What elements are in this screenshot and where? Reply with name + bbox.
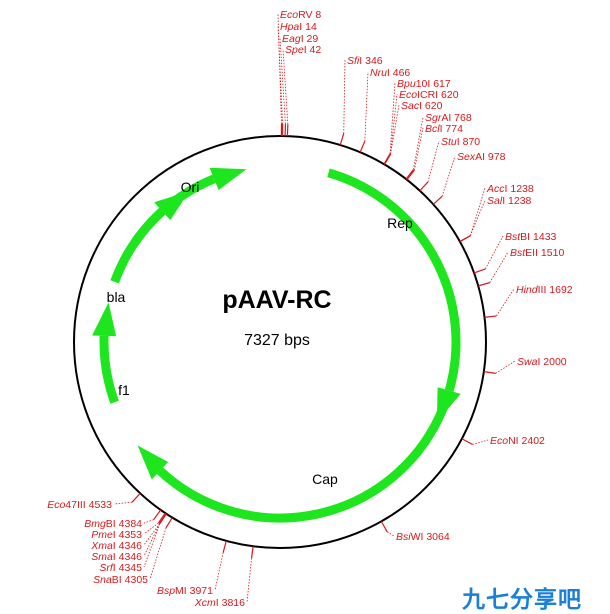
site-leader-pmei — [143, 522, 159, 535]
site-leader-hpai — [277, 25, 284, 125]
site-label-econi: EcoNI 2402 — [490, 435, 545, 447]
site-label-srfi: SrfI 4345 — [99, 562, 142, 574]
site-label-bsteii: BstEII 1510 — [510, 247, 564, 259]
site-leader-bmgbi — [143, 519, 154, 524]
site-leader-bstbi — [485, 235, 504, 270]
site-tick-xmai — [159, 513, 167, 525]
plasmid-name: pAAV-RC — [222, 286, 331, 314]
site-leader-bsteii — [489, 251, 509, 283]
site-tick-stui — [419, 181, 429, 192]
site-leader-xcmi — [246, 558, 252, 603]
site-tick-sgrai — [405, 169, 414, 180]
site-label-ecorv: EcoRV 8 — [280, 9, 321, 21]
site-tick-sexai — [432, 195, 443, 205]
site-tick-swai — [483, 371, 496, 374]
feature-label-cap: Cap — [312, 471, 338, 487]
site-label-eco47iii: Eco47III 4533 — [47, 499, 112, 511]
site-leader-snabi — [149, 527, 167, 580]
site-leader-swai — [495, 360, 516, 374]
site-label-eagi: EagI 29 — [282, 33, 318, 45]
feature-arc-cap — [156, 406, 448, 523]
site-tick-pmei — [157, 512, 166, 524]
site-tick-xcmi — [250, 546, 254, 559]
site-label-bpu10i: Bpu10I 617 — [397, 78, 451, 90]
site-leader-bcli — [413, 127, 424, 171]
site-label-spei: SpeI 42 — [285, 44, 321, 56]
site-tick-eco47iii — [131, 492, 141, 503]
site-label-xcmi: XcmI 3816 — [194, 597, 245, 609]
site-leader-econi — [472, 439, 489, 445]
site-label-snabi: SnaBI 4305 — [93, 574, 148, 586]
site-label-ecoicri: EcoICRI 620 — [399, 89, 459, 101]
site-label-bspmi: BspMI 3971 — [157, 585, 213, 597]
site-tick-nrui — [359, 140, 366, 153]
site-label-xmai: XmaI 4346 — [90, 540, 142, 552]
site-leader-bsiwi — [386, 531, 395, 537]
site-label-nrui: NruI 466 — [370, 67, 410, 79]
site-leader-eagi — [279, 37, 286, 125]
site-tick-bspmi — [222, 540, 227, 553]
site-tick-saci — [383, 153, 392, 165]
site-leader-saci — [390, 104, 400, 155]
site-tick-hindiii — [484, 315, 497, 318]
site-leader-smai — [143, 523, 160, 557]
watermark-logo: 九七分享吧 — [462, 587, 582, 613]
feature-arrowhead-f1 — [92, 302, 117, 337]
site-tick-sfii — [339, 133, 345, 146]
site-leader-sexai — [441, 155, 456, 197]
plasmid-backbone — [73, 135, 487, 549]
site-label-hpai: HpaI 14 — [280, 21, 317, 33]
site-label-sgrai: SgrAI 768 — [425, 112, 472, 124]
site-tick-snabi — [165, 517, 173, 529]
site-tick-bcli — [406, 169, 415, 181]
site-tick-econi — [461, 438, 473, 445]
site-leader-stui — [427, 140, 440, 183]
feature-arrowhead-cap — [137, 445, 169, 480]
plasmid-size: 7327 bps — [244, 332, 310, 349]
site-tick-bmgbi — [153, 509, 162, 521]
site-label-acci: AccI 1238 — [486, 183, 534, 195]
site-leader-eco47iii — [113, 501, 133, 505]
site-leader-spei — [282, 48, 289, 125]
site-leader-bpu10i — [389, 82, 396, 154]
feature-arrowhead-ori — [209, 167, 247, 190]
feature-label-f1: f1 — [118, 382, 130, 398]
feature-label-ori: Ori — [181, 179, 200, 195]
site-label-smai: SmaI 4346 — [91, 551, 142, 563]
site-label-sfii: SfiI 346 — [347, 55, 383, 67]
site-label-bcli: BclI 774 — [425, 123, 463, 135]
site-tick-sali — [459, 235, 471, 243]
site-leader-sgrai — [413, 116, 424, 170]
site-tick-bstbi — [473, 268, 486, 274]
site-leader-acci — [469, 187, 486, 236]
site-label-hindiii: HindIII 1692 — [516, 284, 573, 296]
site-tick-bsteii — [478, 282, 490, 287]
site-leader-sfii — [343, 59, 346, 134]
site-label-sali: SalI 1238 — [487, 195, 532, 207]
site-tick-bsiwi — [380, 521, 388, 533]
site-label-bsiwi: BsiWI 3064 — [396, 531, 450, 543]
site-label-pmei: PmeI 4353 — [91, 529, 142, 541]
site-leader-xmai — [143, 523, 160, 546]
feature-arc-f1 — [99, 335, 119, 404]
site-leader-nrui — [364, 71, 369, 142]
site-leader-srfi — [143, 523, 161, 568]
site-leader-hindiii — [496, 288, 515, 317]
site-leader-bspmi — [214, 552, 224, 591]
feature-arc-ori — [130, 174, 216, 247]
site-label-stui: StuI 870 — [441, 136, 480, 148]
site-label-bmgbi: BmgBI 4384 — [84, 518, 142, 530]
site-label-sexai: SexAI 978 — [457, 151, 506, 163]
site-label-swai: SwaI 2000 — [517, 356, 567, 368]
site-leader-ecoicri — [390, 93, 398, 155]
site-leader-sali — [469, 199, 486, 236]
feature-label-rep: Rep — [387, 215, 413, 231]
feature-arc-rep — [327, 168, 461, 392]
site-label-bstbi: BstBI 1433 — [505, 231, 557, 243]
feature-label-bla: bla — [107, 289, 126, 305]
site-label-saci: SacI 620 — [401, 100, 443, 112]
